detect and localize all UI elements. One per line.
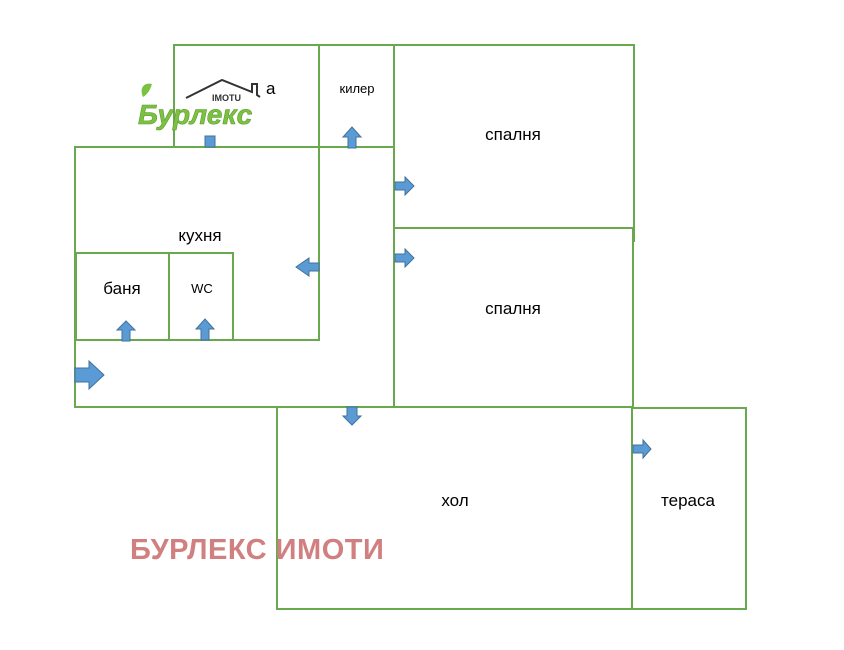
label-wc: WC xyxy=(191,281,213,296)
label-kitchen: кухня xyxy=(178,226,221,245)
arrow-down-icon xyxy=(341,406,363,426)
label-living: хол xyxy=(441,491,468,510)
watermark: БУРЛЕКС ИМОТИ xyxy=(130,534,384,566)
label-bedroom-2: спалня xyxy=(485,299,541,318)
room-terrace xyxy=(631,407,747,610)
label-bedroom-1: спалня xyxy=(485,125,541,144)
leaf-icon xyxy=(141,83,152,97)
label-top-left: а xyxy=(266,79,276,98)
label-bathroom: баня xyxy=(103,279,140,298)
room-top-left xyxy=(173,44,320,148)
label-terrace: тераса xyxy=(661,491,715,510)
house-roof-icon xyxy=(185,78,261,99)
arrow-up-icon xyxy=(194,318,216,341)
label-closet: килер xyxy=(340,81,375,96)
brand-logo: IMOTU Бурлекс xyxy=(138,78,261,130)
arrow-up-icon xyxy=(341,126,363,149)
arrow-left-icon xyxy=(295,257,320,277)
arrow-up-icon xyxy=(115,320,137,342)
room-labels: а килер спалня кухня баня WC спалня хол … xyxy=(103,79,715,510)
arrow-up-icon xyxy=(204,135,216,148)
arrow-right-icon xyxy=(394,247,415,269)
logo-sub: IMOTU xyxy=(212,93,241,103)
room-corridor xyxy=(74,146,395,408)
logo-brand: Бурлекс xyxy=(138,99,253,130)
arrow-right-icon xyxy=(74,359,105,391)
arrow-right-icon xyxy=(394,175,415,197)
door-arrows xyxy=(74,126,652,460)
arrow-right-icon xyxy=(632,438,652,460)
